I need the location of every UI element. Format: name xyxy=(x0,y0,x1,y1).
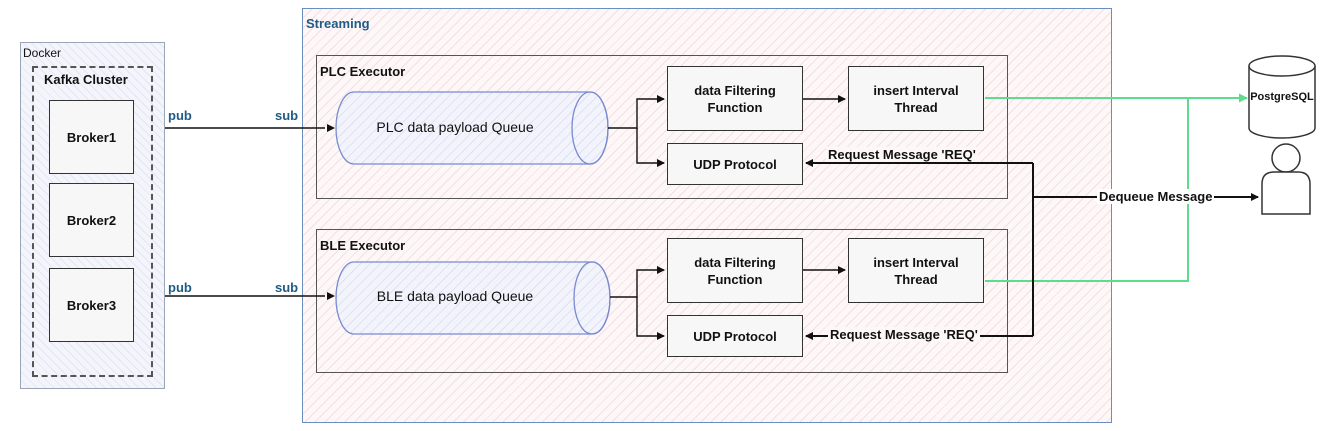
ble-executor xyxy=(316,229,1008,373)
plc-request-label: Request Message 'REQ' xyxy=(826,147,978,162)
plc-executor xyxy=(316,55,1008,199)
ble-queue-to-udp xyxy=(636,297,665,340)
ble-request-label: Request Message 'REQ' xyxy=(828,327,980,342)
ble-pub-label: pub xyxy=(168,280,192,295)
docker-title: Docker xyxy=(23,46,62,60)
plc-queue-to-filter xyxy=(608,95,665,129)
database-icon xyxy=(1248,55,1316,139)
ble-queue-to-filter xyxy=(610,266,665,298)
kafka-cluster-title: Kafka Cluster xyxy=(44,72,128,87)
plc-pub-label: pub xyxy=(168,108,192,123)
database-label: PostgreSQL xyxy=(1250,91,1314,103)
plc-udp-box: UDP Protocol xyxy=(667,143,803,185)
streaming-title: Streaming xyxy=(306,16,370,31)
plc-insert-box: insert Interval Thread xyxy=(848,66,984,131)
plc-queue-label: PLC data payload Queue xyxy=(376,119,534,135)
ble-udp-box: UDP Protocol xyxy=(667,315,803,357)
ble-queue-cylinder xyxy=(335,261,611,335)
plc-filter-box: data Filtering Function xyxy=(667,66,803,131)
broker-3: Broker3 xyxy=(49,268,134,342)
dequeue-label: Dequeue Message xyxy=(1097,189,1215,204)
ble-insert-to-db xyxy=(985,98,1189,282)
ble-queue-label: BLE data payload Queue xyxy=(376,288,534,304)
broker-2: Broker2 xyxy=(49,183,134,257)
plc-executor-title: PLC Executor xyxy=(320,64,406,79)
user-icon xyxy=(1261,143,1311,215)
ble-sub-label: sub xyxy=(275,280,299,295)
broker-1: Broker1 xyxy=(49,100,134,174)
plc-queue-to-udp xyxy=(636,128,665,167)
ble-filter-box: data Filtering Function xyxy=(667,238,803,303)
ble-insert-box: insert Interval Thread xyxy=(848,238,984,303)
plc-sub-label: sub xyxy=(275,108,299,123)
request-bracket xyxy=(990,162,1034,337)
kafka-cluster xyxy=(32,66,153,377)
ble-executor-title: BLE Executor xyxy=(320,238,406,253)
